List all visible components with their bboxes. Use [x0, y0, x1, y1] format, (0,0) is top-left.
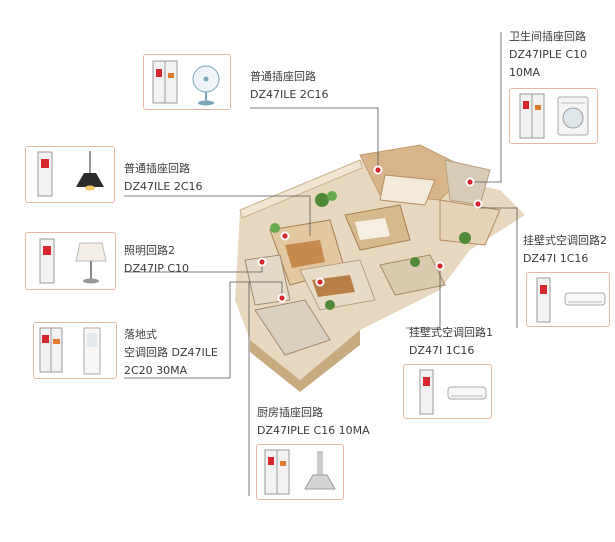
product-card-floor-ac [33, 322, 117, 379]
breaker-icon [536, 277, 551, 323]
circuit-title: 挂壁式空调回路2 [523, 234, 607, 247]
annotation-floor-ac: 落地式 空调回路 DZ47ILE 2C20 30MA [124, 326, 218, 380]
circuit-title: 照明回路2 [124, 244, 175, 257]
product-card-wall-ac-2 [526, 272, 610, 327]
circuit-title: 普通插座回路 [124, 162, 190, 175]
hotspot-floor-ac [277, 293, 287, 303]
product-card-bathroom [509, 88, 598, 144]
product-card-socket-fan [143, 54, 231, 110]
product-card-kitchen [256, 444, 344, 500]
annotation-wall-ac-2: 挂壁式空调回路2 DZ47I 1C16 [523, 232, 607, 268]
wall-ac-icon [447, 386, 487, 400]
annotation-bathroom: 卫生间插座回路 DZ47IPLE C10 10MA [509, 28, 587, 82]
breaker-model: DZ47ILE 2C16 [124, 180, 203, 193]
floor-ac-icon [83, 327, 101, 375]
breaker-icon [39, 238, 55, 284]
annotation-kitchen: 厨房插座回路 DZ47IPLE C16 10MA [257, 404, 370, 440]
breaker-model: DZ47IPLE C10 [509, 48, 588, 61]
table-lamp-icon [75, 242, 107, 284]
breaker-rating: 2C20 30MA [124, 364, 188, 377]
circuit-title: 卫生间插座回路 [509, 30, 586, 43]
hotspot-wall-ac-2 [473, 199, 483, 209]
pendant-lamp-icon [76, 151, 104, 191]
hotspot-kitchen [315, 277, 325, 287]
hotspot-living [280, 231, 290, 241]
breaker-icon [37, 151, 53, 197]
hotspot-socket-fan [373, 165, 383, 175]
floorplan-illustration [235, 144, 525, 392]
circuit-title: 落地式 [124, 328, 157, 341]
hotspot-markers [257, 165, 483, 303]
breaker-icon [264, 449, 290, 495]
breaker-icon [152, 60, 178, 104]
hotspot-lighting [257, 257, 267, 267]
leader-line-bathroom [470, 32, 502, 183]
breaker-model: DZ47IPLE C16 10MA [257, 424, 370, 437]
circuit-title: 挂壁式空调回路1 [409, 326, 493, 339]
leader-line-wall-ac-1 [406, 266, 441, 329]
annotation-socket-fan: 普通插座回路 DZ47ILE 2C16 [250, 68, 329, 104]
breaker-model: DZ47I 1C16 [409, 344, 475, 357]
breaker-rating: 10MA [509, 66, 541, 79]
circuit-title: 厨房插座回路 [257, 406, 323, 419]
breaker-model: DZ47IP C10 [124, 262, 190, 275]
product-card-socket-lamp [25, 146, 115, 203]
leader-line-floor-ac [124, 281, 283, 379]
leader-line-socket-fan [250, 107, 379, 170]
circuit-title: 普通插座回路 [250, 70, 316, 83]
product-card-lighting [25, 232, 116, 290]
wall-ac-icon [564, 292, 606, 306]
leader-line-socket-lamp [124, 195, 311, 236]
breaker-model: 空调回路 DZ47ILE [124, 346, 218, 359]
hotspot-bathroom [465, 177, 475, 187]
breaker-icon [39, 327, 63, 373]
breaker-model: DZ47ILE 2C16 [250, 88, 329, 101]
breaker-icon [419, 369, 434, 415]
leader-line-wall-ac-2 [478, 207, 518, 328]
breaker-icon [519, 93, 545, 139]
breaker-model: DZ47I 1C16 [523, 252, 589, 265]
annotation-wall-ac-1: 挂壁式空调回路1 DZ47I 1C16 [409, 324, 493, 360]
washing-machine-icon [557, 96, 589, 136]
leader-lines [124, 32, 518, 496]
annotation-socket-lamp: 普通插座回路 DZ47ILE 2C16 [124, 160, 203, 196]
range-hood-icon [304, 451, 336, 490]
product-card-wall-ac-1 [403, 364, 492, 419]
fan-icon [192, 65, 220, 106]
hotspot-wall-ac-1 [435, 261, 445, 271]
annotation-lighting: 照明回路2 DZ47IP C10 [124, 242, 189, 278]
